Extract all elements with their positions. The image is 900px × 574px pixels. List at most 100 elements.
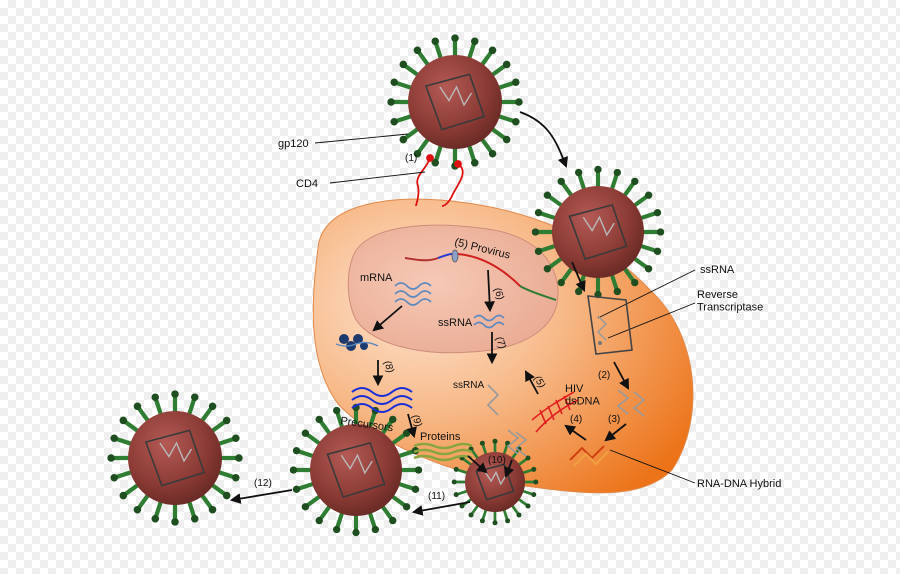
spike-tip — [292, 485, 301, 494]
cd4-label: CD4 — [296, 178, 318, 190]
arrow-step11 — [411, 501, 471, 516]
spike-tip — [413, 149, 422, 158]
rna-dna-hybrid-label: RNA-DNA Hybrid — [697, 478, 781, 490]
arrow-step4 — [564, 424, 587, 441]
spike-tip — [402, 503, 411, 511]
spike-tip — [533, 479, 539, 485]
mrna-label: mRNA — [360, 272, 393, 284]
spike-tip — [453, 466, 459, 472]
capsid — [475, 463, 515, 501]
proteins-label: Proteins — [420, 431, 461, 443]
spike-tip — [574, 287, 583, 296]
uncoated-rna — [616, 389, 630, 415]
spike-tip — [389, 415, 397, 424]
spike-tip — [292, 446, 301, 455]
spike-tip — [613, 168, 622, 177]
spike-tip — [402, 429, 411, 437]
hybrid-leader — [609, 449, 696, 484]
spike-tip — [613, 287, 622, 296]
spike-tip — [574, 168, 583, 177]
spike-tip — [502, 135, 511, 144]
spike-tip — [315, 516, 323, 525]
spike-tip — [653, 247, 662, 256]
virus-envelope — [310, 424, 402, 516]
spike-tip — [301, 503, 310, 511]
spike-tip — [208, 505, 217, 514]
gp120-leader — [314, 133, 409, 144]
step-4-label: (4) — [570, 414, 582, 425]
spike-tip — [431, 159, 440, 167]
nuclear-ssrna-label: ssRNA — [438, 317, 473, 329]
virus-left-mature — [107, 390, 243, 526]
precursor-waves — [351, 387, 413, 413]
spike-tip — [470, 37, 479, 45]
capsid — [144, 429, 206, 487]
spike-tip — [512, 117, 520, 126]
spike-tip — [110, 434, 118, 443]
nucleus — [347, 224, 559, 354]
spike-tip — [492, 438, 498, 444]
spike-tip — [653, 208, 662, 217]
spike-tip — [531, 228, 540, 236]
step-2-label: (2) — [598, 370, 610, 381]
spike-tip — [534, 247, 543, 256]
spike-tip — [543, 265, 552, 273]
hiv-dsdna-helix — [531, 391, 579, 433]
step-3-label: (3) — [608, 414, 620, 425]
step-1-label: (1) — [405, 153, 417, 164]
spike-tip — [208, 402, 217, 411]
spike-tip — [190, 515, 199, 523]
protein-bars — [413, 442, 473, 462]
spike-tip — [451, 479, 457, 485]
arrow-step3 — [604, 423, 627, 442]
spike-tip — [133, 402, 142, 411]
virus-envelope — [128, 411, 222, 505]
spike-tip — [451, 34, 459, 42]
spike-tip — [431, 37, 440, 45]
spike-tip — [631, 278, 639, 287]
spike-tip — [644, 191, 653, 199]
spike-tip — [525, 455, 531, 461]
gp120-label: gp120 — [278, 138, 309, 150]
spike-tip — [414, 466, 423, 474]
spike-tip — [389, 516, 397, 525]
virus-mid-released — [289, 403, 423, 537]
arrow-step9 — [406, 413, 417, 439]
spike-tip — [390, 78, 398, 87]
spike-tip — [289, 466, 298, 474]
step-9-label: (9) — [409, 413, 424, 428]
spike-tip — [151, 515, 160, 523]
spike-tip — [399, 135, 408, 144]
spike-tip — [453, 492, 459, 498]
step-11-label: (11) — [428, 491, 445, 502]
spike-tip — [488, 46, 497, 55]
virus-envelope — [552, 186, 644, 278]
spike-tip — [190, 393, 199, 401]
spike-tip — [644, 265, 653, 273]
virus-right — [531, 165, 665, 299]
spike-tip — [525, 503, 531, 509]
ssrna-right-label: ssRNA — [700, 264, 735, 276]
spike-tip — [505, 518, 511, 524]
spike-tip — [151, 393, 160, 401]
spike-tip — [110, 473, 118, 482]
spike-tip — [411, 485, 420, 494]
arrow-to-rt — [571, 261, 586, 292]
spike-tip — [516, 512, 522, 518]
spike-tip — [387, 98, 395, 106]
spike-tip — [512, 78, 520, 87]
reverse-transcriptase-complex — [587, 295, 633, 355]
step-8-label: (8) — [381, 359, 396, 374]
step-10-label: (10) — [488, 455, 506, 466]
mrna-strands — [394, 282, 432, 306]
spike-tip — [543, 191, 552, 199]
spike-tip — [479, 518, 485, 524]
step-7-label: (7) — [493, 335, 508, 350]
spike-tip — [332, 525, 341, 534]
spike-tip — [459, 503, 465, 509]
spike-tip — [413, 46, 422, 55]
spike-tip — [631, 177, 639, 186]
spike-tip — [119, 491, 128, 500]
